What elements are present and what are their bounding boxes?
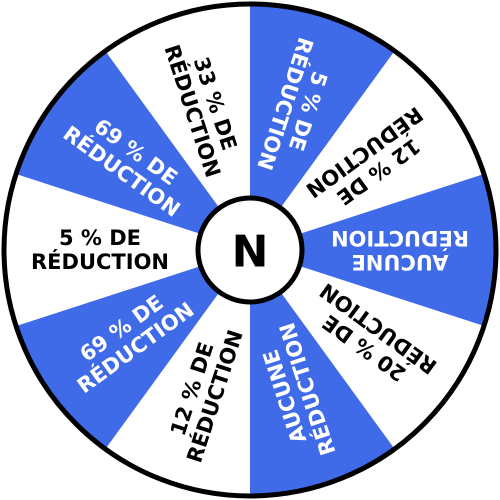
hub-letter: N xyxy=(232,227,269,278)
wheel-segment xyxy=(3,173,250,327)
wheel-segment xyxy=(16,250,250,450)
wheel-segment xyxy=(250,50,484,251)
wheel-segment xyxy=(250,4,395,250)
segment-label-line: AUCUNE xyxy=(351,250,448,274)
wheel-segment xyxy=(16,50,250,251)
wheel-hub[interactable] xyxy=(195,195,305,305)
wheel-segment xyxy=(250,173,496,327)
wheel-segment xyxy=(250,250,484,450)
wheel-segment xyxy=(105,4,250,250)
segment-label: AUCUNERÉDUCTION xyxy=(331,226,469,274)
segment-label-line: RÉDUCTION xyxy=(31,249,169,274)
wheel-segment xyxy=(105,250,250,496)
wheel-segment xyxy=(250,250,395,496)
segment-label-line: RÉDUCTION xyxy=(331,226,469,251)
segment-label-line: 5 % DE xyxy=(59,226,141,250)
